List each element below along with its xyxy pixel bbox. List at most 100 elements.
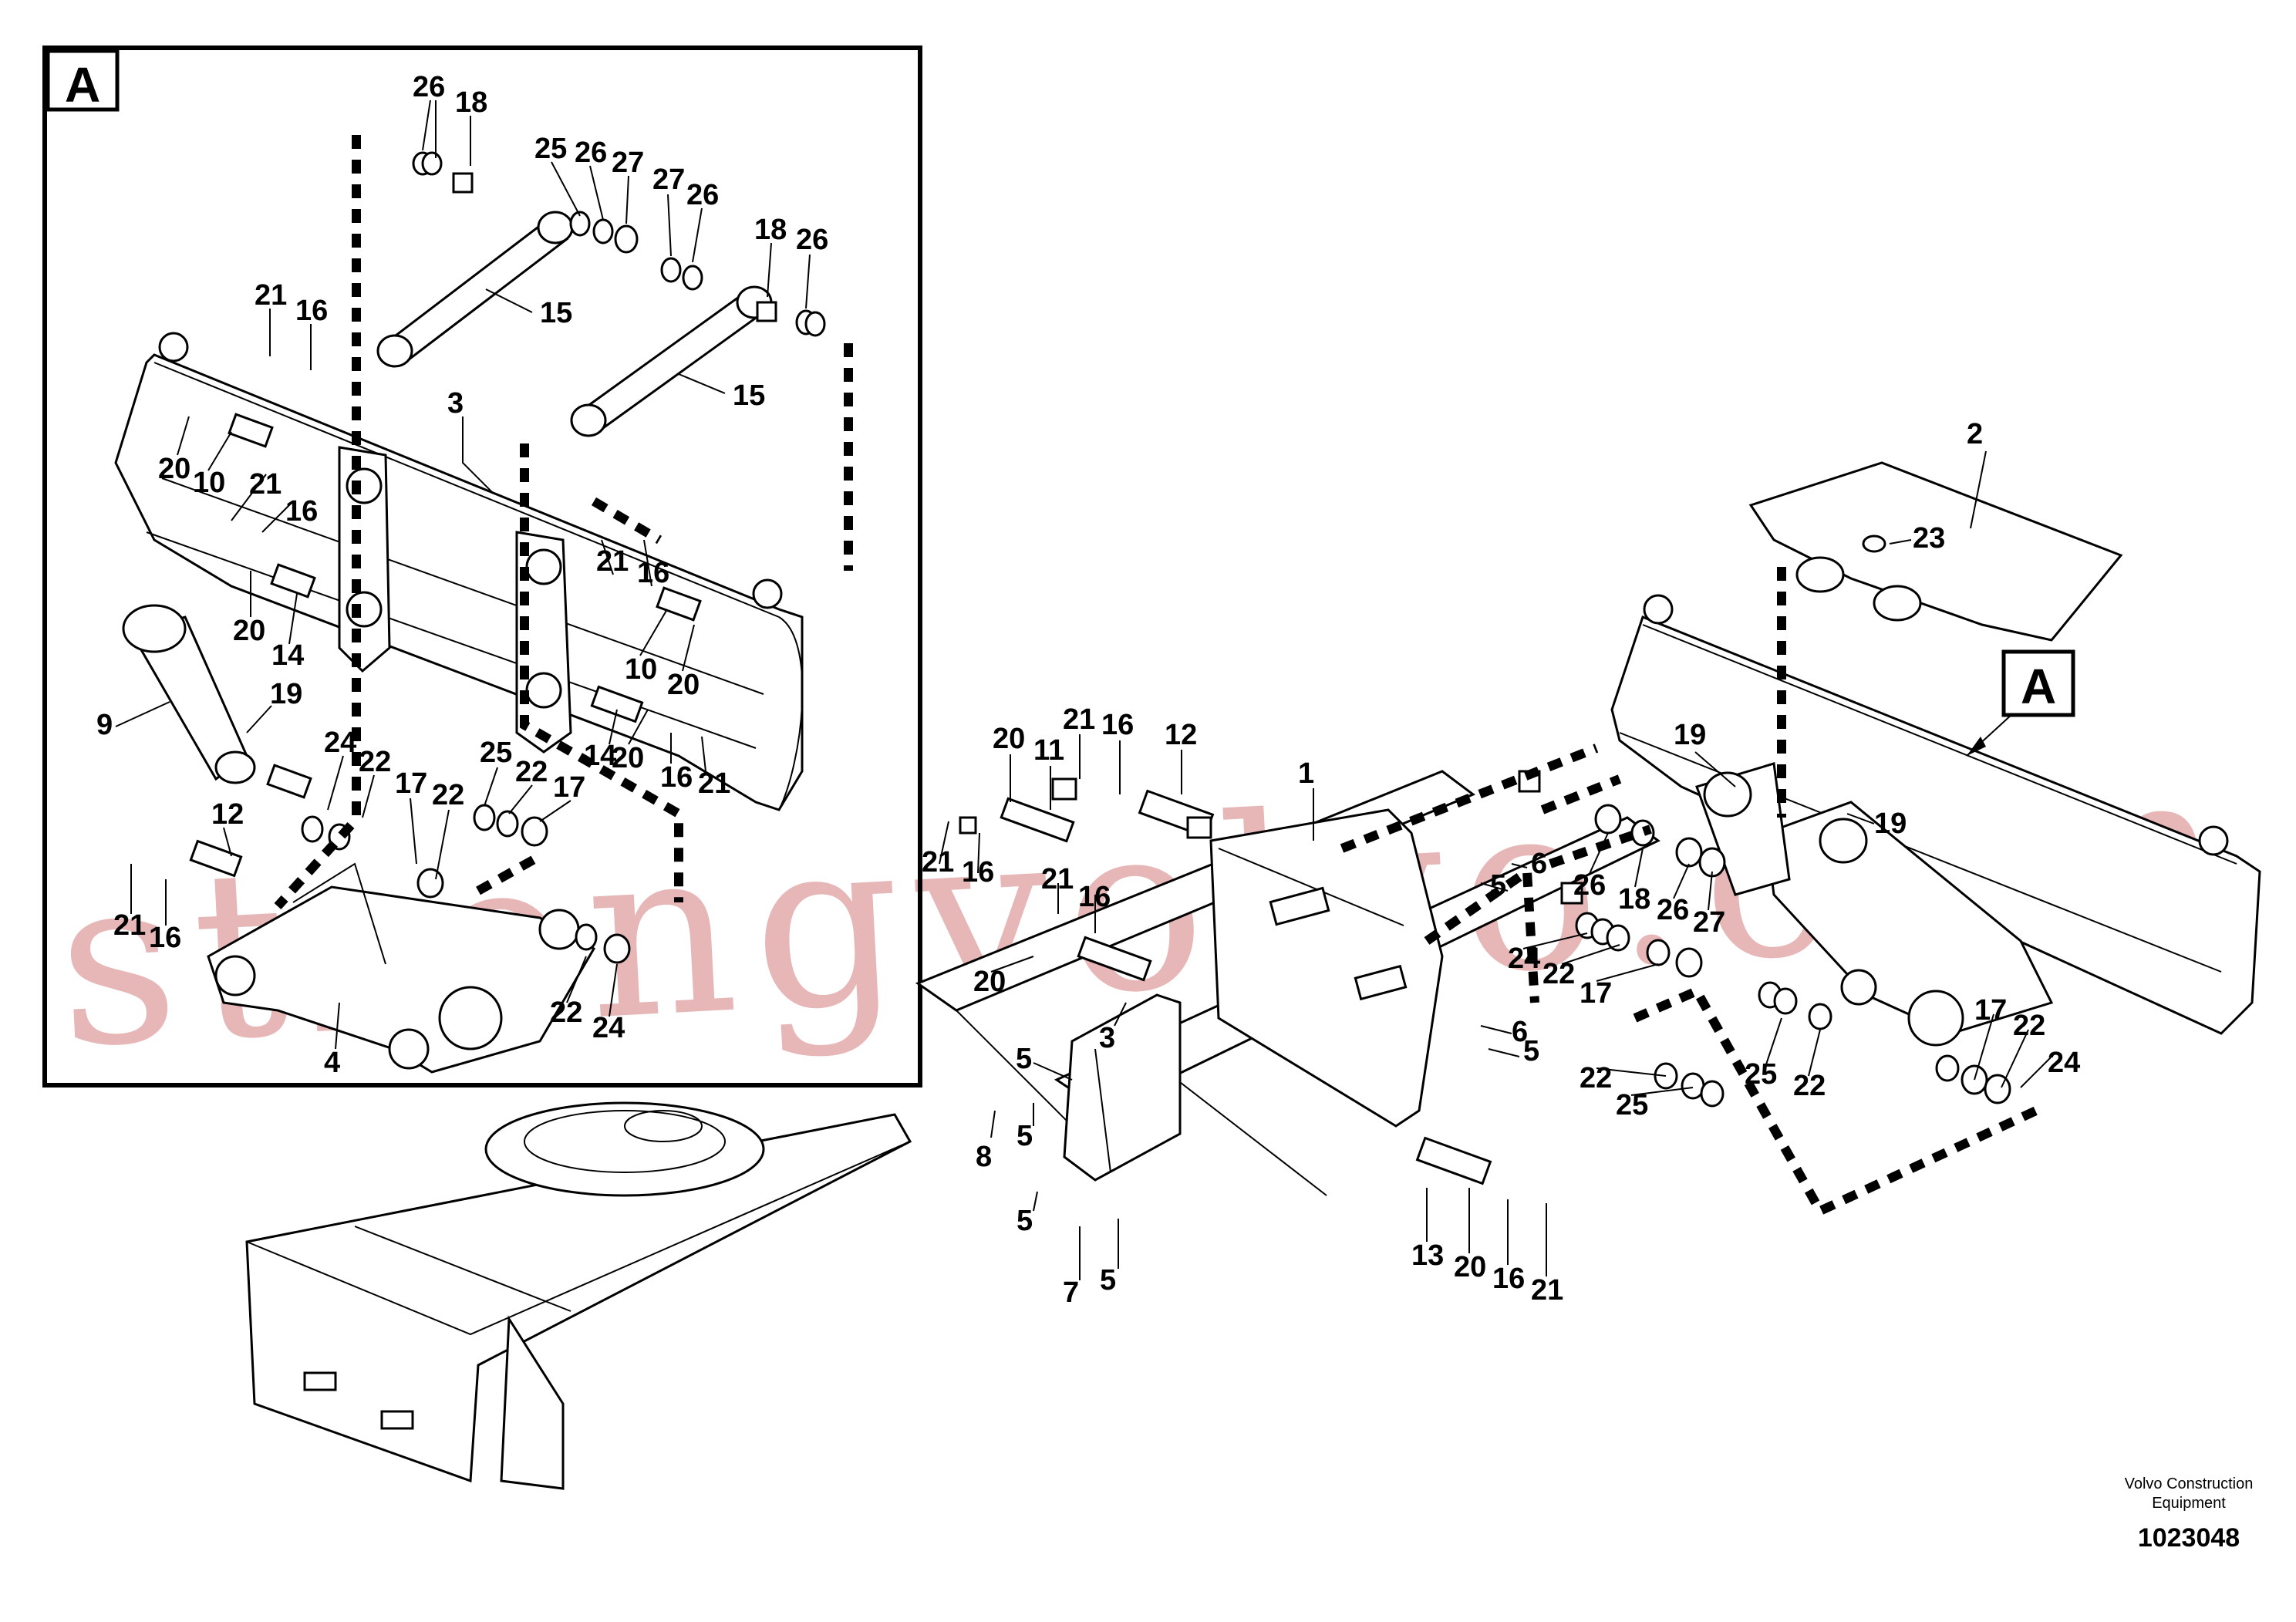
callout-inset-15-a: 15 (540, 297, 572, 329)
inset-dashed-line-5 (274, 821, 355, 910)
inset-link-15-upper (376, 211, 574, 368)
slewing-ring (484, 1101, 765, 1197)
callout-inset-15-b: 15 (733, 379, 765, 412)
callout-inset-18-a: 18 (455, 86, 487, 119)
callout-main-5-a: 5 (1490, 869, 1506, 902)
callout-main-16-a: 16 (1101, 709, 1134, 741)
inset-dashed-line-6 (591, 497, 663, 545)
callout-inset-25-a: 25 (534, 133, 567, 165)
callout-inset-21-d: 21 (698, 767, 730, 800)
callout-main-20-c: 20 (1454, 1251, 1486, 1283)
callout-inset-21-b: 21 (249, 468, 282, 501)
callout-main-27: 27 (1693, 906, 1725, 939)
callout-main-20-b: 20 (973, 966, 1006, 998)
callout-inset-21-e: 21 (113, 909, 146, 942)
callout-main-19-a: 19 (1674, 719, 1706, 751)
main-dashed-line-2 (1424, 862, 1539, 1003)
main-a-badge (2001, 649, 2075, 717)
callout-main-6-a: 6 (1531, 848, 1547, 880)
callout-main-24-a: 24 (1508, 943, 1540, 975)
callout-main-5-c: 5 (1523, 1035, 1539, 1067)
credit-line-2: Equipment (2152, 1495, 2226, 1512)
callout-inset-25-b: 25 (480, 737, 512, 769)
callout-inset-16-d: 16 (660, 761, 693, 794)
callout-inset-22-c: 22 (432, 779, 464, 811)
callout-inset-26-d: 26 (796, 224, 828, 256)
callout-main-3: 3 (1099, 1022, 1115, 1054)
callout-main-26-b: 26 (1657, 894, 1689, 926)
callout-inset-20-b: 20 (233, 615, 265, 647)
frame-part-1 (1209, 808, 1444, 1128)
callout-main-17-a: 17 (1580, 977, 1612, 1010)
main-dashed-line-6 (1540, 774, 1622, 814)
callout-inset-26-a: 26 (413, 71, 445, 103)
lower-frame (245, 1113, 912, 1490)
callout-inset-16-b: 16 (285, 495, 318, 528)
callout-inset-14-a: 14 (271, 639, 304, 672)
callout-main-11: 11 (1033, 734, 1064, 767)
callout-inset-4: 4 (324, 1047, 340, 1079)
document-number: 1023048 (2138, 1523, 2240, 1553)
main-a-label: A (2021, 659, 2056, 714)
callout-inset-26-c: 26 (686, 179, 719, 211)
inset-carrier-4 (207, 862, 596, 1074)
callout-main-21-d: 21 (1531, 1274, 1563, 1307)
callout-main-22-a: 22 (1542, 958, 1575, 990)
callout-main-17-b: 17 (1974, 994, 2007, 1027)
detail-a-badge (46, 49, 120, 112)
main-pins-washers (959, 770, 2011, 1185)
callout-inset-9: 9 (96, 709, 113, 741)
inset-carrier-body (114, 332, 804, 811)
credit-line-1: Volvo Construction (2125, 1475, 2254, 1492)
inset-link-15-lower (570, 285, 773, 437)
callout-inset-10-b: 10 (625, 653, 657, 686)
bracket-3 (1063, 993, 1182, 1182)
main-dashed-line-5 (1633, 985, 2038, 1217)
main-callouts: 2 23 19 19 20 11 21 16 12 1 21 16 6 21 1… (922, 418, 2080, 1309)
inset-callouts: 26 18 25 26 27 27 26 18 26 21 16 15 15 3… (96, 71, 828, 1079)
callout-inset-20-a: 20 (158, 453, 190, 485)
callout-main-6-b: 6 (1512, 1016, 1528, 1048)
callout-main-24-b: 24 (2048, 1047, 2080, 1079)
callout-inset-19: 19 (270, 678, 302, 710)
main-assembly: A (245, 461, 2261, 1490)
callout-inset-17-a: 17 (553, 771, 585, 804)
inset-dashed-line-4 (476, 851, 542, 895)
callout-inset-27-a: 27 (612, 147, 644, 179)
callout-inset-22-e: 22 (550, 996, 582, 1029)
callout-inset-18-b: 18 (754, 214, 787, 246)
callout-main-18: 18 (1618, 883, 1650, 916)
callout-main-5-b: 5 (1016, 1043, 1032, 1075)
callout-main-8: 8 (976, 1141, 992, 1173)
callout-inset-16-a: 16 (295, 295, 328, 327)
callout-inset-10-a: 10 (193, 467, 225, 499)
callout-inset-3: 3 (447, 387, 464, 420)
callout-main-22-d: 22 (1580, 1062, 1612, 1094)
callout-main-21-a: 21 (1063, 703, 1095, 736)
callout-inset-24-b: 24 (592, 1012, 625, 1044)
callout-inset-14-b: 14 (584, 740, 616, 772)
inset-cylinder-9 (122, 604, 256, 784)
callout-main-7: 7 (1063, 1276, 1079, 1309)
callout-main-12: 12 (1165, 719, 1197, 751)
callout-main-20-a: 20 (993, 723, 1025, 755)
callout-main-13: 13 (1411, 1239, 1444, 1272)
callout-main-25-a: 25 (1745, 1058, 1777, 1091)
callout-inset-20-d: 20 (612, 742, 644, 774)
callout-inset-16-c: 16 (637, 557, 669, 589)
callout-inset-26-b: 26 (575, 137, 607, 169)
callout-main-22-b: 22 (2013, 1010, 2045, 1042)
callout-main-23: 23 (1913, 522, 1945, 555)
detail-a-inset: A (42, 46, 922, 1088)
callout-inset-21-a: 21 (255, 279, 287, 312)
callout-main-5-d: 5 (1017, 1120, 1033, 1152)
inset-pins-washers (189, 151, 826, 964)
callout-inset-22-d: 22 (550, 996, 582, 1029)
main-dashed-line-3 (1549, 824, 1652, 868)
callout-inset-22-a: 22 (359, 746, 391, 778)
callout-inset-20-c: 20 (667, 669, 700, 701)
callout-main-1: 1 (1298, 757, 1314, 790)
callout-main-19-b: 19 (1874, 808, 1907, 840)
credit-block: Volvo Construction Equipment 1023048 (2125, 1475, 2254, 1553)
callout-inset-24-a: 24 (324, 727, 356, 759)
